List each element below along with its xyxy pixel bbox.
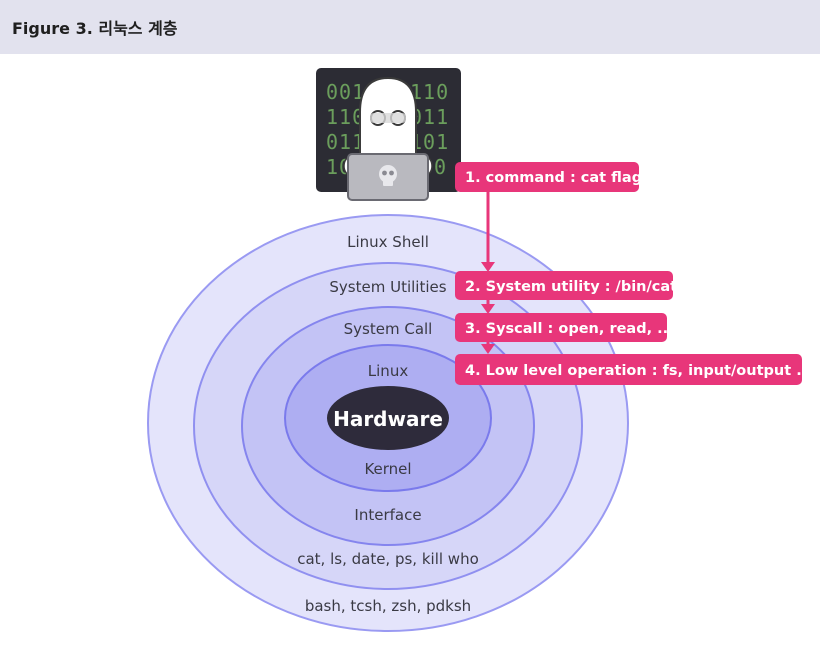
step-3-callout: 3. Syscall : open, read, ... [455,313,674,342]
label-interface: Interface [354,506,421,524]
binary-row: 0 [434,155,447,179]
label-shells: bash, tcsh, zsh, pdksh [305,597,471,615]
label-linux: Linux [368,362,409,380]
label-system-utilities: System Utilities [329,278,446,296]
binary-row: 001 [326,80,365,104]
step-3-label: 3. Syscall : open, read, ... [465,321,674,337]
step-4-label: 4. Low level operation : fs, input/outpu… [465,363,813,379]
label-linux-shell: Linux Shell [347,233,429,251]
step-4-callout: 4. Low level operation : fs, input/outpu… [455,354,813,385]
step-2-label: 2. System utility : /bin/cat [465,279,677,295]
step-2-callout: 2. System utility : /bin/cat [455,271,677,300]
label-kernel: Kernel [364,460,411,478]
ghost-glasses [370,113,406,123]
label-system-call: System Call [344,320,433,338]
step-1-label: 1. command : cat flag [465,170,642,186]
step-1-callout: 1. command : cat flag [455,162,642,192]
label-hardware: Hardware [333,407,443,431]
label-commands: cat, ls, date, ps, kill who [297,550,479,568]
hacker-illustration: 001 110 110 011 011 101 10 0 [316,68,461,200]
